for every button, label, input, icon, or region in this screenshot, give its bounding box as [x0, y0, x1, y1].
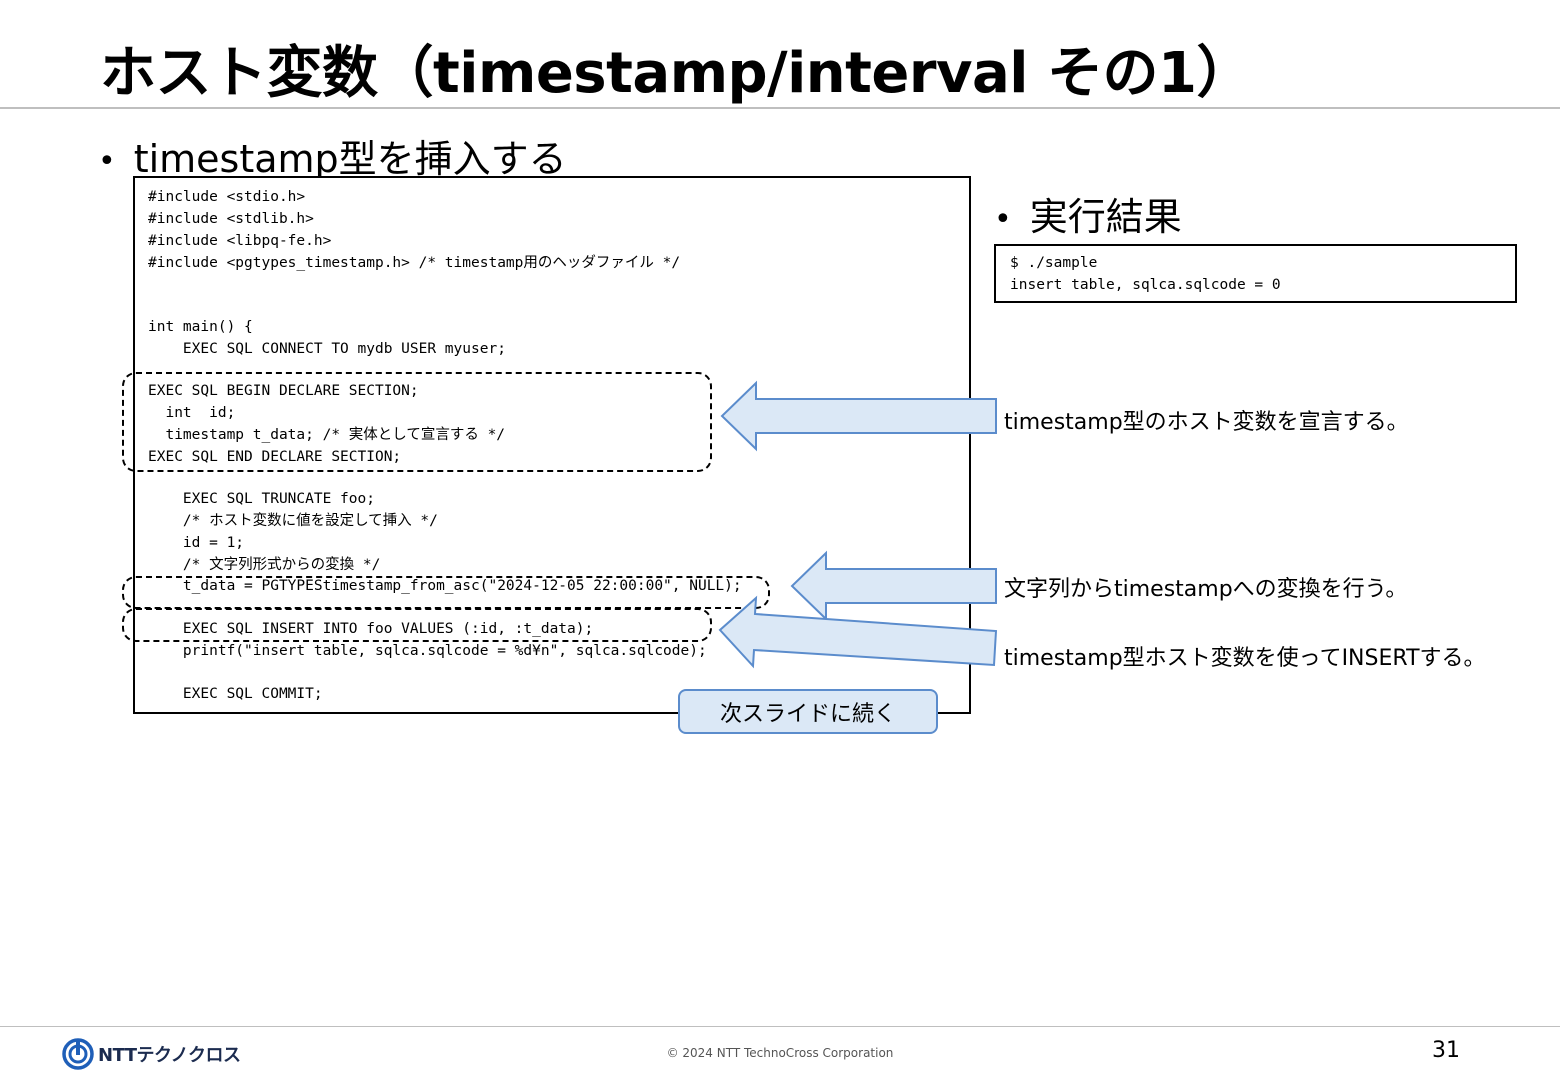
annotation-declare: timestamp型のホスト変数を宣言する。 [1004, 410, 1409, 435]
code-line: EXEC SQL END DECLARE SECTION; [148, 449, 402, 465]
code-line: #include <pgtypes_timestamp.h> /* timest… [148, 255, 681, 271]
company-logo: NTTテクノクロス [62, 1038, 241, 1070]
code-line: printf("insert table, sqlca.sqlcode = %d… [148, 643, 707, 659]
arrow-declare [720, 380, 997, 452]
declare-section-highlight [122, 372, 712, 472]
code-line: id = 1; [148, 535, 245, 551]
code-line: #include <stdlib.h> [148, 211, 314, 227]
result-line: $ ./sample [1010, 255, 1098, 271]
code-line: EXEC SQL CONNECT TO mydb USER myuser; [148, 341, 506, 357]
slide-title: ホスト変数（timestamp/interval その1） [100, 41, 1252, 106]
code-line: t_data = PGTYPEStimestamp_from_asc("2024… [148, 578, 742, 594]
bullet-main: • timestamp型を挿入する [98, 128, 567, 183]
footer-divider [0, 1026, 1560, 1027]
code-block: #include <stdio.h> #include <stdlib.h> #… [133, 176, 971, 714]
logo-text: NTTテクノクロス [98, 1045, 241, 1066]
code-line: EXEC SQL BEGIN DECLARE SECTION; [148, 383, 419, 399]
bullet-result: • 実行結果 [994, 186, 1182, 241]
arrow-convert [790, 550, 997, 622]
copyright: © 2024 NTT TechnoCross Corporation [666, 1046, 894, 1060]
annotation-convert: 文字列からtimestampへの変換を行う。 [1004, 577, 1408, 602]
code-line: /* ホスト変数に値を設定して挿入 */ [148, 513, 438, 529]
insert-highlight [122, 608, 712, 642]
code-line: EXEC SQL TRUNCATE foo; [148, 491, 375, 507]
result-block: $ ./sample insert table, sqlca.sqlcode =… [994, 244, 1517, 303]
result-line: insert table, sqlca.sqlcode = 0 [1010, 277, 1281, 293]
title-divider [0, 107, 1560, 109]
code-line: timestamp t_data; /* 実体として宣言する */ [148, 427, 506, 443]
ntt-logo-icon [62, 1038, 94, 1070]
bullet-dot: • [98, 144, 116, 179]
code-line: EXEC SQL COMMIT; [148, 686, 323, 702]
code-line: #include <stdio.h> [148, 189, 306, 205]
bullet-result-text: 実行結果 [1029, 195, 1182, 239]
code-line: /* 文字列形式からの変換 */ [148, 557, 381, 573]
arrow-insert [718, 595, 998, 669]
code-line: #include <libpq-fe.h> [148, 233, 332, 249]
code-line: int id; [148, 405, 236, 421]
page-number: 31 [1432, 1038, 1460, 1063]
bullet-main-text: timestamp型を挿入する [133, 137, 567, 181]
code-line: EXEC SQL INSERT INTO foo VALUES (:id, :t… [148, 621, 594, 637]
annotation-insert: timestamp型ホスト変数を使ってINSERTする。 [1004, 646, 1486, 671]
bullet-dot: • [994, 202, 1012, 237]
continue-next-slide-callout: 次スライドに続く [678, 689, 938, 734]
code-line: int main() { [148, 319, 253, 335]
